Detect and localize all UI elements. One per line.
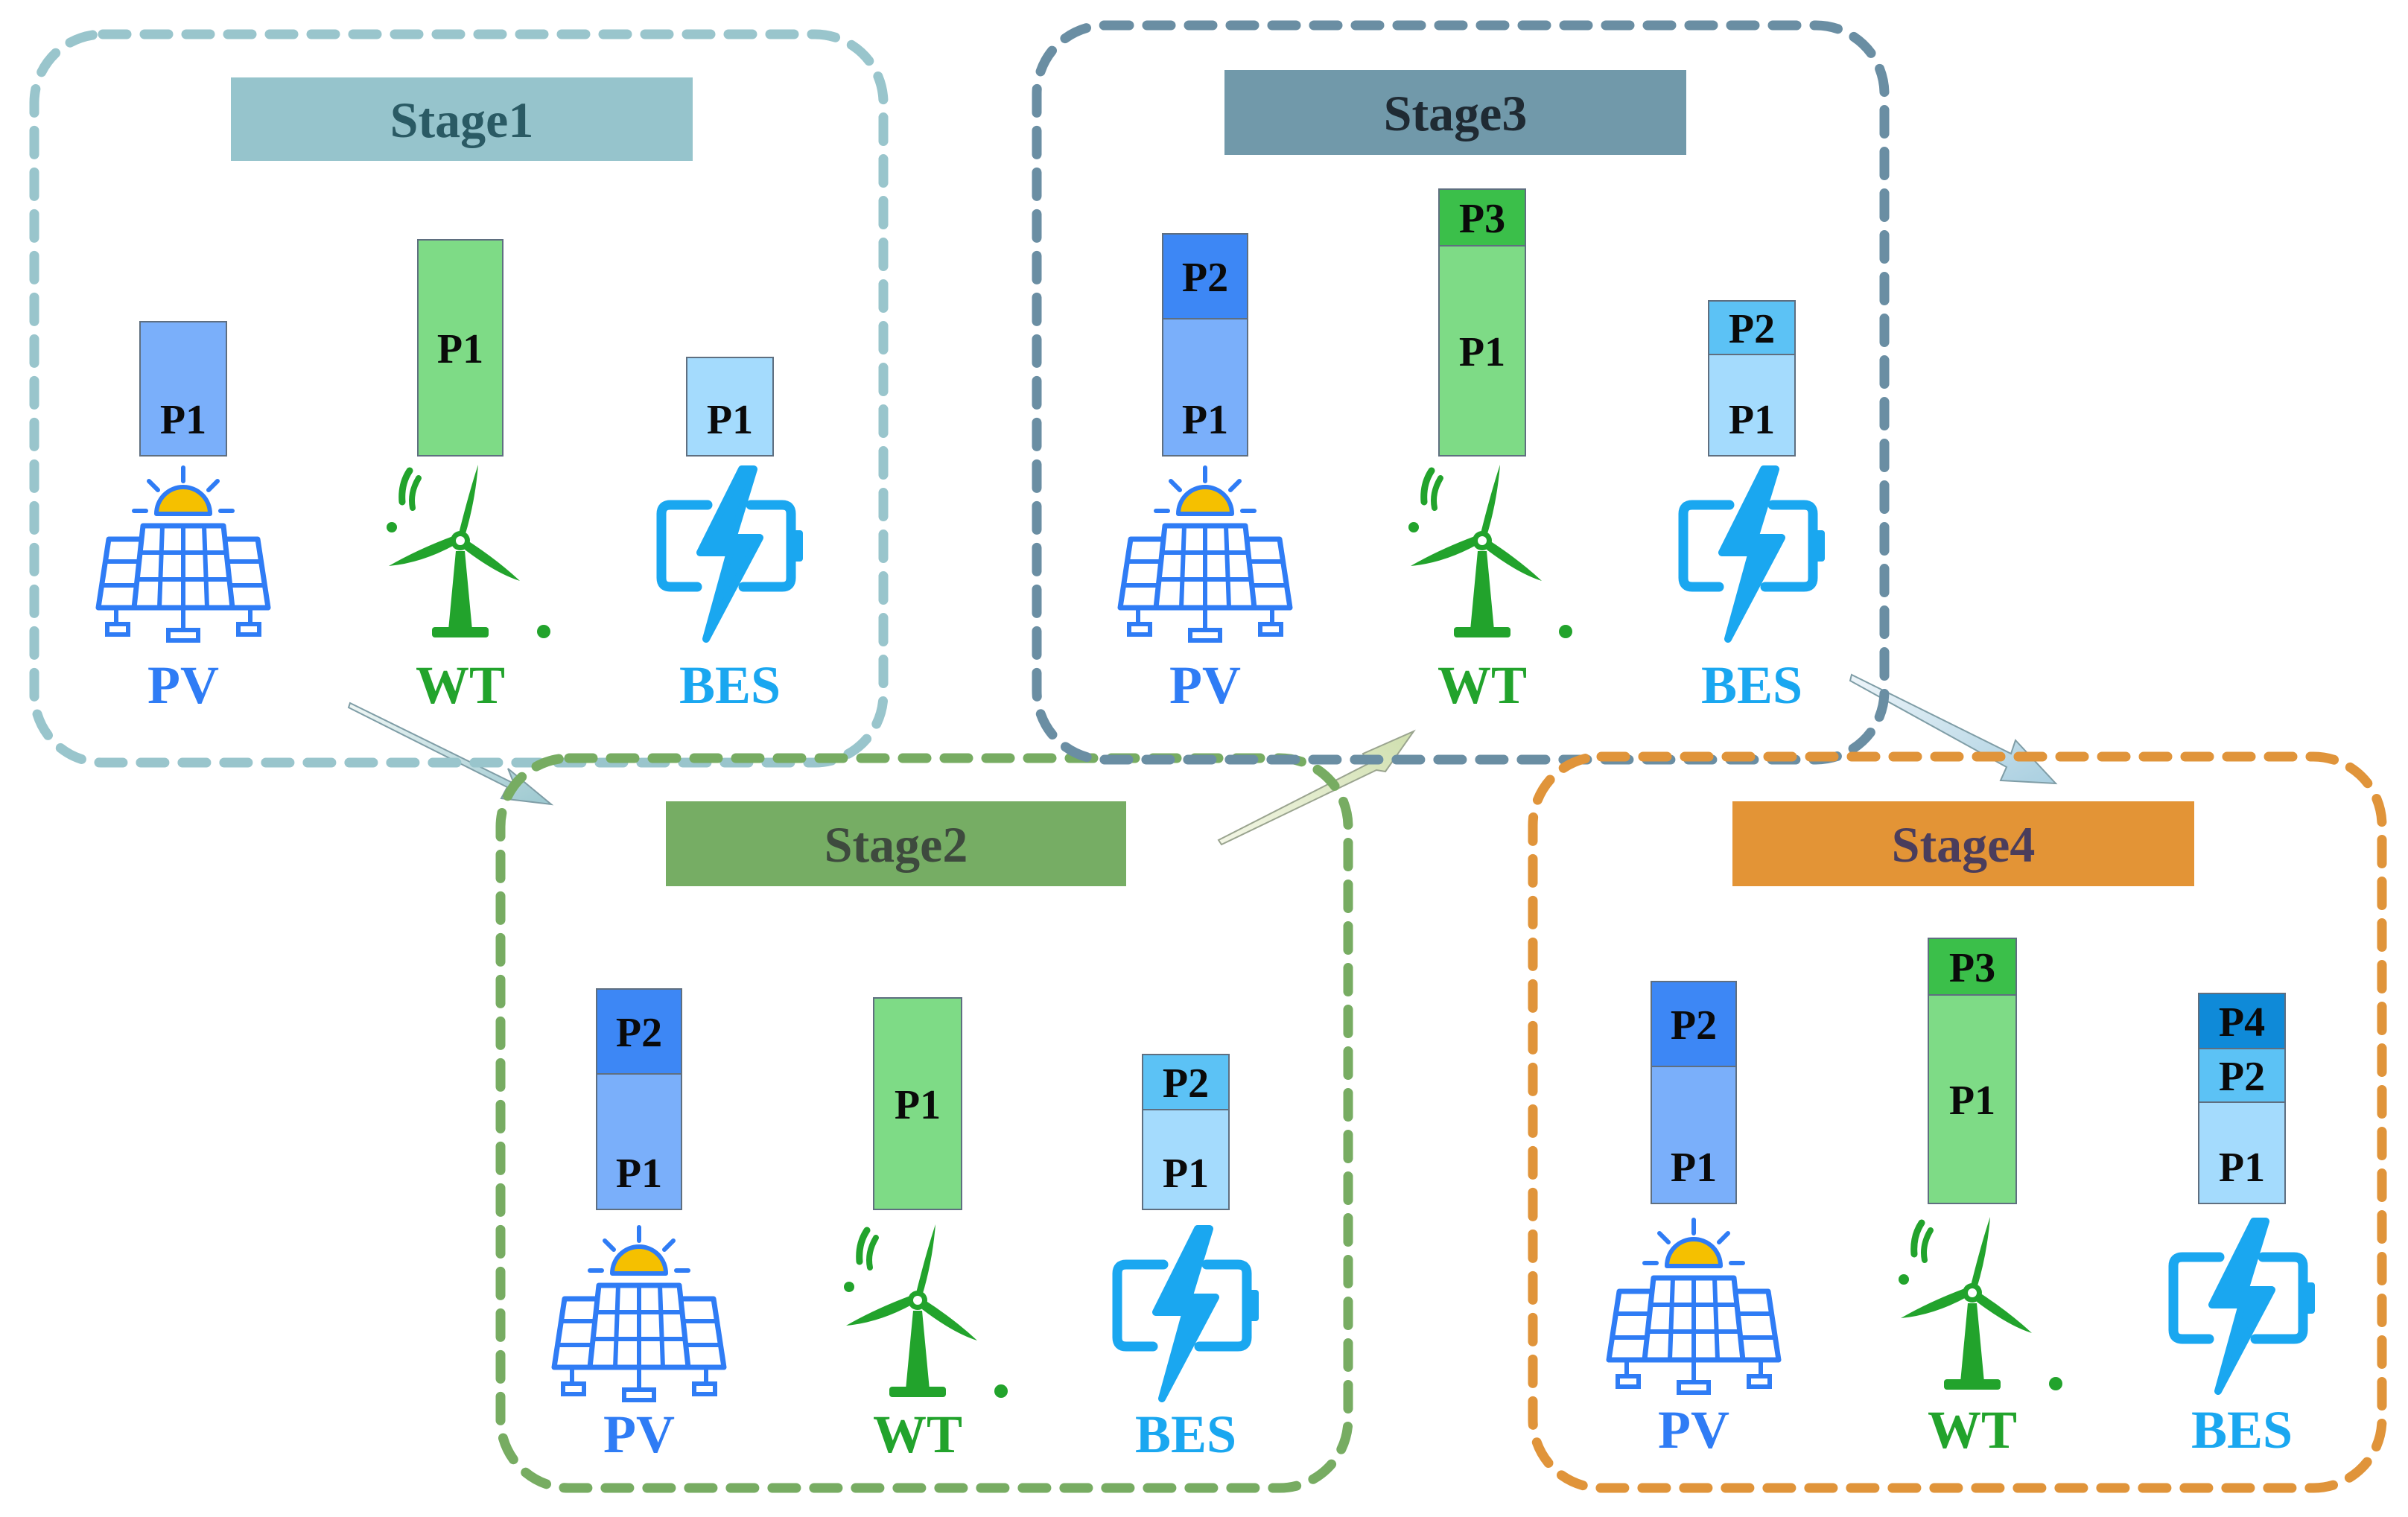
pv-segment-label: P1 (1671, 1145, 1717, 1191)
battery-icon (1683, 469, 1825, 639)
wt-segment-p3 (1438, 188, 1526, 247)
bes-segment-label: P1 (1163, 1151, 1209, 1197)
pv-label: PV (603, 1405, 675, 1464)
battery-icon (661, 469, 803, 639)
wt-segment-label: P1 (1459, 329, 1505, 375)
solar-panel-icon (1120, 468, 1290, 640)
pv-segment-p2 (1162, 233, 1248, 319)
stage-border (1528, 751, 2387, 1493)
stage-header (666, 801, 1126, 886)
bes-label: BES (1135, 1405, 1236, 1464)
wind-turbine-icon (1899, 1217, 2062, 1390)
stage-title: Stage2 (825, 816, 968, 873)
pv-label: PV (1658, 1400, 1729, 1460)
wt-segment-label: P1 (437, 326, 483, 372)
stage-header (1732, 801, 2194, 886)
pv-segment-p1 (139, 321, 227, 457)
wt-segment-p1 (1438, 245, 1526, 457)
wind-turbine-icon (387, 465, 550, 638)
bes-segment-p1 (1142, 1109, 1230, 1210)
bes-segment-label: P1 (2219, 1145, 2265, 1191)
pv-segment-p1 (596, 1073, 682, 1210)
wt-segment-label: P1 (1949, 1078, 1995, 1124)
wt-segment-label: P1 (895, 1082, 941, 1128)
stage-border (495, 753, 1353, 1493)
bes-label: BES (1701, 655, 1802, 715)
arrow-stage2-to-stage3 (1217, 729, 1416, 846)
bes-segment-p2 (1708, 300, 1796, 355)
bes-segment-label: P4 (2219, 999, 2265, 1046)
wt-segment-p1 (873, 997, 962, 1210)
stage-border (29, 29, 889, 768)
bes-segment-p1 (2198, 1101, 2286, 1204)
wt-label: WT (873, 1405, 962, 1464)
bes-label: BES (679, 655, 781, 715)
pv-segment-p1 (1651, 1066, 1737, 1204)
wt-segment-label: P3 (1949, 945, 1995, 991)
bes-segment-label: P1 (1729, 397, 1775, 443)
stage-title: Stage3 (1384, 85, 1528, 141)
wt-segment-p3 (1928, 938, 2017, 996)
wt-label: WT (416, 655, 505, 715)
stage-header (1224, 70, 1686, 155)
battery-icon (1117, 1229, 1259, 1399)
wind-turbine-icon (1408, 465, 1572, 638)
stage-title: Stage1 (390, 92, 534, 148)
stage-border (1032, 20, 1890, 765)
wt-label: WT (1438, 655, 1527, 715)
solar-panel-icon (98, 468, 268, 640)
wt-label: WT (1928, 1400, 2017, 1460)
bes-segment-p1 (1708, 354, 1796, 457)
pv-segment-label: P1 (616, 1151, 662, 1197)
pv-segment-label: P2 (1671, 1002, 1717, 1049)
wt-segment-p1 (417, 239, 503, 457)
pv-label: PV (147, 655, 219, 715)
pv-segment-label: P2 (1182, 255, 1228, 301)
pv-segment-label: P1 (160, 397, 206, 443)
wt-segment-p1 (1928, 994, 2017, 1204)
stage-header (231, 77, 693, 161)
solar-panel-icon (554, 1227, 724, 1400)
pv-segment-label: P1 (1182, 397, 1228, 443)
bes-segment-p2 (1142, 1054, 1230, 1110)
pv-segment-p1 (1162, 318, 1248, 457)
pv-label: PV (1169, 655, 1241, 715)
bes-label: BES (2191, 1400, 2293, 1460)
wind-turbine-icon (844, 1224, 1008, 1398)
bes-segment-label: P2 (1163, 1060, 1209, 1107)
bes-segment-label: P2 (2219, 1054, 2265, 1100)
battery-icon (2173, 1221, 2315, 1391)
arrow-stage1-to-stage2 (347, 702, 554, 806)
bes-segment-label: P1 (707, 397, 753, 443)
stage-title: Stage4 (1892, 816, 2036, 873)
bes-segment-p2 (2198, 1048, 2286, 1103)
bes-segment-label: P2 (1729, 306, 1775, 352)
pv-segment-p2 (596, 988, 682, 1075)
solar-panel-icon (1609, 1220, 1779, 1393)
bes-segment-p4 (2198, 993, 2286, 1049)
pv-segment-p2 (1651, 981, 1737, 1067)
pv-segment-label: P2 (616, 1010, 662, 1056)
bes-segment-p1 (686, 357, 774, 457)
wt-segment-label: P3 (1459, 196, 1505, 242)
